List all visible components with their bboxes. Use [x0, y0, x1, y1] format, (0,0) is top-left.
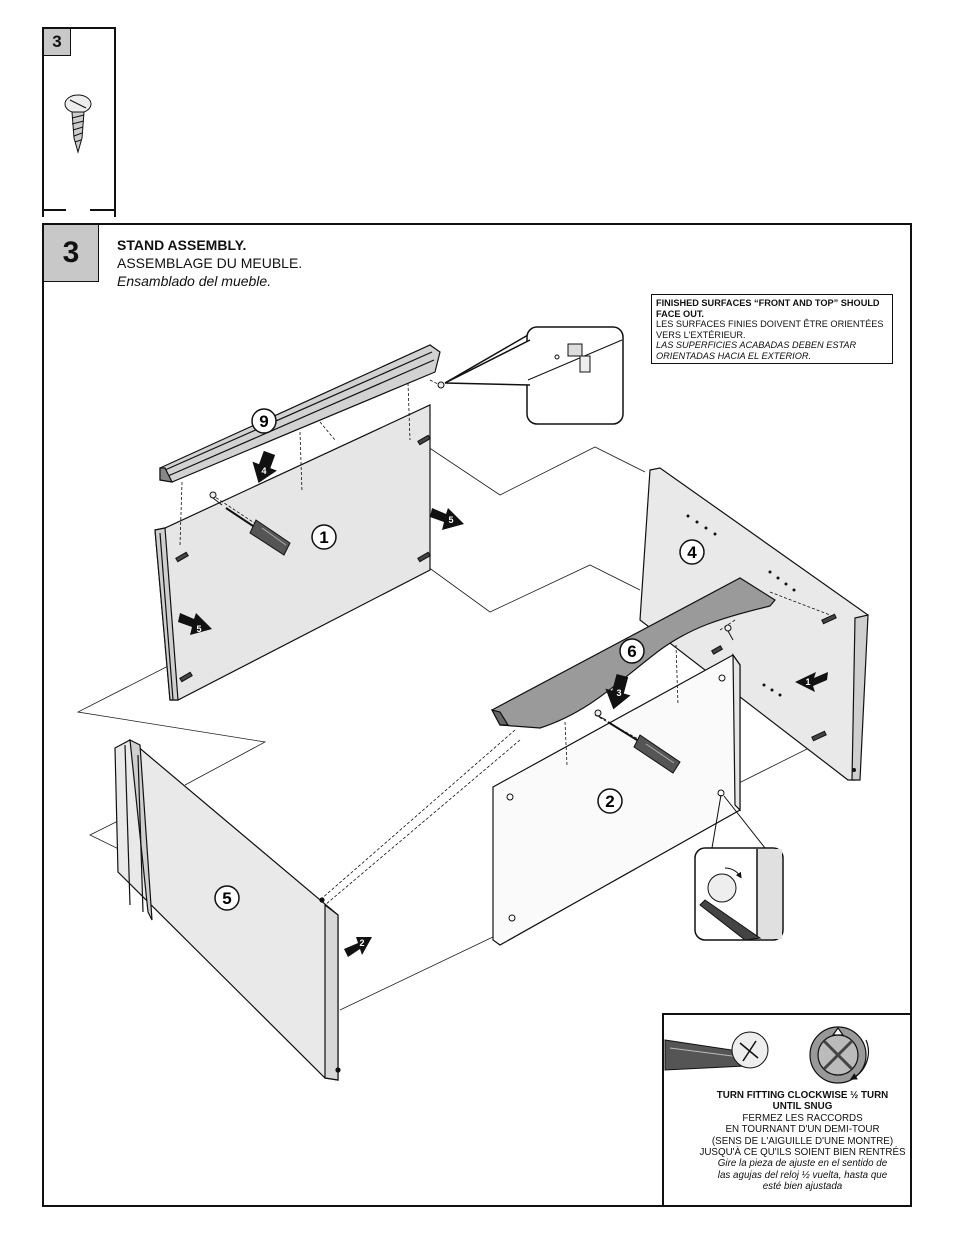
tip-es-3: esté bien ajustada [762, 1181, 843, 1193]
hardware-step-number: 3 [44, 29, 71, 56]
panel-1 [154, 404, 431, 701]
note-es: LAS SUPERFICIES ACABADAS DEBEN ESTAR ORI… [656, 340, 857, 361]
tip-fr-1: FERMEZ LES RACCORDS [742, 1112, 863, 1124]
tip-screwdriver-icon [664, 1031, 769, 1071]
part-1-label: 1 [319, 528, 328, 547]
arrow-3 [605, 674, 631, 710]
part-9-label: 9 [259, 412, 268, 431]
arrow-1 [795, 672, 828, 692]
part-4-label: 4 [687, 543, 697, 562]
part-5-label: 5 [222, 889, 231, 908]
screwdriver-icon-2 [607, 721, 681, 774]
arrow-5-top [430, 508, 464, 530]
part-2-label: 2 [605, 792, 614, 811]
hardware-box [42, 27, 116, 217]
tip-es-1: Gire la pieza de ajuste en el sentido de [717, 1158, 888, 1170]
arrow-2-number: 2 [359, 938, 364, 948]
part-labels: 9 1 4 6 2 5 [214, 408, 705, 911]
arrow-numbers: 4 5 5 1 3 2 [196, 466, 810, 948]
part-1-circle [311, 524, 337, 550]
arrow-5-left-number: 5 [196, 624, 201, 634]
part-6-label: 6 [627, 642, 636, 661]
screw-icon [64, 94, 92, 154]
title-es: Ensamblado del mueble. [117, 273, 272, 289]
title-en: STAND ASSEMBLY. [117, 237, 247, 253]
step-title: STAND ASSEMBLY. ASSEMBLAGE DU MEUBLE. En… [117, 236, 302, 290]
part-6-circle [619, 638, 645, 664]
step-frame [42, 223, 912, 1207]
title-fr: ASSEMBLAGE DU MEUBLE. [117, 255, 303, 271]
tip-es-2: las agujas del reloj ½ vuelta, hasta que [717, 1169, 888, 1181]
finished-surfaces-note: FINISHED SURFACES “FRONT AND TOP” SHOULD… [651, 294, 893, 364]
tip-text: TURN FITTING CLOCKWISE ½ TURN UNTIL SNUG… [680, 1090, 925, 1193]
screwdriver-icon-1 [225, 507, 291, 556]
arrow-4 [252, 450, 277, 484]
part-2-circle [597, 788, 623, 814]
note-fr: LES SURFACES FINIES DOIVENT ÊTRE ORIENTÉ… [656, 319, 884, 340]
cam-lock-icon [809, 1026, 869, 1084]
arrow-4-number: 4 [261, 466, 266, 476]
tip-fr-4: JUSQU'À CE QU'ILS SOIENT BIEN RENTRÉS [699, 1147, 906, 1159]
tip-en-1: TURN FITTING CLOCKWISE ½ TURN [716, 1090, 889, 1101]
arrow-2 [344, 937, 372, 957]
step-number: 3 [44, 225, 99, 282]
dowels [175, 434, 837, 742]
part-9-circle [251, 408, 277, 434]
part-5-circle [214, 885, 240, 911]
arrow-1-number: 1 [805, 677, 810, 687]
tip-fr-3: (SENS DE L'AIGUILLE D'UNE MONTRE) [711, 1135, 894, 1147]
tip-fr-2: EN TOURNANT D'UN DEMI-TOUR [725, 1124, 880, 1136]
arrow-3-number: 3 [616, 688, 621, 698]
note-en: FINISHED SURFACES “FRONT AND TOP” SHOULD… [656, 298, 880, 319]
tip-en-2: UNTIL SNUG [772, 1101, 833, 1113]
bracket-detail-callout [444, 326, 624, 425]
part-4-circle [679, 539, 705, 565]
arrow-5-top-number: 5 [448, 515, 453, 525]
small-screws [209, 381, 734, 721]
part-9 [159, 344, 441, 483]
cam-lock-detail-callout [694, 794, 784, 941]
arrow-5-left [178, 613, 212, 635]
